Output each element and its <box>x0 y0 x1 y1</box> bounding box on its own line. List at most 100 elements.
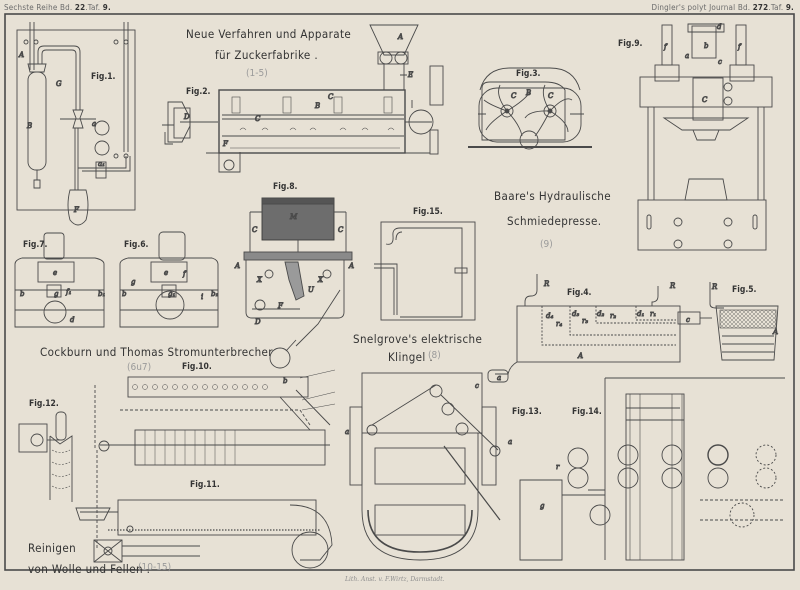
svg-text:d: d <box>717 23 722 31</box>
svg-text:A: A <box>772 328 778 336</box>
fig14-drawing: rg <box>519 377 785 561</box>
plate-border <box>4 13 795 571</box>
section-title-presse-line1: Baare's Hydraulische <box>494 189 612 203</box>
svg-text:C: C <box>252 226 258 234</box>
fig10-label: Fig.10. <box>182 362 212 372</box>
section-title-klingel-line2: Klingel . <box>388 350 434 364</box>
svg-text:d₃: d₃ <box>572 310 579 318</box>
plate-number: 9. <box>785 3 794 12</box>
figure-range-klingel: (8) <box>428 350 441 361</box>
svg-text:r₃: r₃ <box>582 317 588 325</box>
section-title-reinigen-line2: von Wolle und Fellen . <box>28 562 151 576</box>
svg-text:U: U <box>308 286 315 294</box>
fig7-label: Fig.7. <box>23 240 48 250</box>
svg-text:b₁: b₁ <box>98 290 105 298</box>
svg-text:f: f <box>182 270 187 278</box>
svg-text:R: R <box>711 283 718 291</box>
figure-range-strom: (6u7) <box>127 362 152 373</box>
svg-text:d₁: d₁ <box>637 310 644 318</box>
section-title-strom: Cockburn und Thomas Stromunterbrecher <box>40 345 273 359</box>
svg-text:b: b <box>20 290 25 298</box>
plate-label: .Taf. <box>85 3 101 12</box>
fig3-label: Fig.3. <box>516 69 541 79</box>
fig15-drawing <box>374 221 476 321</box>
svg-text:g: g <box>131 278 136 286</box>
svg-text:b₁: b₁ <box>211 290 218 298</box>
svg-text:c: c <box>718 58 722 66</box>
plate-number: 9. <box>102 3 111 12</box>
svg-text:F: F <box>277 302 284 310</box>
svg-text:g: g <box>540 502 545 510</box>
svg-text:A: A <box>577 352 583 360</box>
svg-text:f: f <box>737 43 742 51</box>
svg-text:a: a <box>497 374 501 382</box>
figure-range-presse: (9) <box>540 239 553 250</box>
section-title-presse-line2: Schmiedepresse. <box>507 214 602 228</box>
svg-text:F: F <box>73 206 80 214</box>
fig11-drawing <box>75 499 333 569</box>
svg-text:a: a <box>508 438 512 446</box>
svg-text:B: B <box>525 89 531 97</box>
fig15-label: Fig.15. <box>413 207 443 217</box>
fig8-label: Fig.8. <box>273 182 298 192</box>
svg-text:g: g <box>54 290 59 298</box>
svg-text:c: c <box>686 316 690 324</box>
svg-text:a: a <box>345 428 349 436</box>
svg-text:C: C <box>328 93 334 101</box>
svg-text:A: A <box>397 33 403 41</box>
svg-text:a: a <box>685 52 689 60</box>
svg-text:d₄: d₄ <box>546 312 553 320</box>
header-right: Dingler's polyt Journal Bd. 272.Taf. 9. <box>651 3 794 12</box>
svg-text:D: D <box>254 318 261 326</box>
fig14-label: Fig.14. <box>572 407 602 417</box>
fig5-drawing: RA <box>709 282 779 361</box>
svg-text:C: C <box>511 92 517 100</box>
series-label: Sechste Reihe Bd. <box>4 3 73 12</box>
journal-label: Dingler's polyt Journal Bd. <box>651 3 751 12</box>
fig11-label: Fig.11. <box>190 480 220 490</box>
svg-text:C: C <box>548 92 554 100</box>
svg-text:B: B <box>314 102 320 110</box>
figure-range-reinigen: (10-15) <box>138 562 172 573</box>
svg-text:R: R <box>543 280 550 288</box>
figure-range-zucker: (1-5) <box>246 68 268 79</box>
svg-text:X: X <box>256 276 263 284</box>
section-title-zucker-line1: Neue Verfahren und Apparate <box>186 27 352 41</box>
fig13-drawing: c a a <box>345 372 513 561</box>
volume-number: 272 <box>752 3 769 12</box>
svg-text:r: r <box>556 463 560 471</box>
svg-text:E: E <box>407 71 413 79</box>
svg-text:b: b <box>283 377 288 385</box>
svg-text:a₁: a₁ <box>98 160 105 168</box>
fig4-label: Fig.4. <box>567 288 592 298</box>
svg-text:C: C <box>702 96 708 104</box>
svg-text:A: A <box>234 262 240 270</box>
svg-text:f: f <box>663 43 668 51</box>
svg-text:g₁: g₁ <box>168 290 175 298</box>
svg-text:i: i <box>201 293 203 301</box>
svg-text:A: A <box>18 51 24 59</box>
lithography-credit: Lith. Anst. v. F.Wirtz, Darmstadt. <box>345 576 445 583</box>
fig6-label: Fig.6. <box>124 240 149 250</box>
svg-text:M: M <box>289 213 298 221</box>
fig9-label: Fig.9. <box>618 39 643 49</box>
svg-text:a: a <box>92 120 96 128</box>
svg-text:r₂: r₂ <box>610 312 616 320</box>
svg-text:b: b <box>122 290 127 298</box>
svg-text:C: C <box>255 115 261 123</box>
svg-text:b: b <box>704 42 709 50</box>
fig9-drawing: d f f b a cC <box>637 23 773 251</box>
section-title-reinigen-line1: Reinigen <box>28 541 77 555</box>
section-title-zucker-line2: für Zuckerfabrike . <box>215 48 319 62</box>
svg-text:D: D <box>183 113 190 121</box>
svg-text:d₂: d₂ <box>597 310 604 318</box>
fig5-label: Fig.5. <box>732 285 757 295</box>
fig1-label: Fig.1. <box>91 72 116 82</box>
fig2-label: Fig.2. <box>186 87 211 97</box>
svg-text:c: c <box>475 382 479 390</box>
